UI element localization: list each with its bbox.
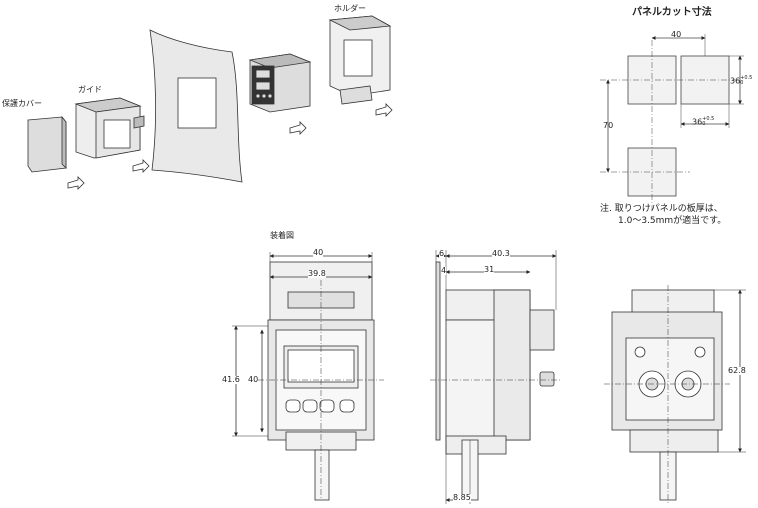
panel-cutout-drawing: [600, 34, 744, 210]
rear-height-dim: 62.8: [728, 366, 746, 375]
front-inner-width-dim: 39.8: [308, 269, 326, 278]
front-overall-width-dim: 40: [313, 248, 324, 257]
controller-body-part: [248, 53, 312, 113]
side-view-drawing: [430, 250, 560, 504]
side-offset-dim: 8.85: [453, 493, 471, 502]
cutout-pitch-dim: 70: [603, 121, 614, 130]
side-dim-a: 6: [439, 249, 445, 258]
side-body-depth-dim: 31: [484, 265, 495, 274]
rear-view-drawing: [604, 285, 746, 505]
front-outer-height-dim: 41.6: [222, 375, 240, 384]
front-view-drawing: [232, 252, 384, 501]
exploded-assembly-view: [27, 15, 393, 190]
guide-label: ガイド: [78, 85, 102, 94]
panel-cutout: [177, 77, 217, 129]
holder-label: ホルダー: [334, 4, 366, 13]
mounting-title: 装着図: [270, 231, 294, 240]
front-inner-height-dim: 40: [248, 375, 259, 384]
protective-cover-label: 保護カバー: [2, 99, 42, 108]
cutout-width-dim: 40: [671, 30, 682, 39]
note-line-2: 1.0～3.5mmが適当です。: [618, 216, 727, 226]
holder-part: [328, 15, 392, 105]
assembly-arrows: [67, 103, 393, 190]
protective-cover-part: [27, 115, 67, 173]
note-line-1: 注. 取りつけパネルの板厚は、: [600, 204, 723, 214]
side-dim-b: 4: [441, 266, 447, 275]
guide-part: [74, 97, 145, 159]
side-overall-depth-dim: 40.3: [492, 249, 510, 258]
panel-cutout-title: パネルカット寸法: [632, 7, 712, 18]
